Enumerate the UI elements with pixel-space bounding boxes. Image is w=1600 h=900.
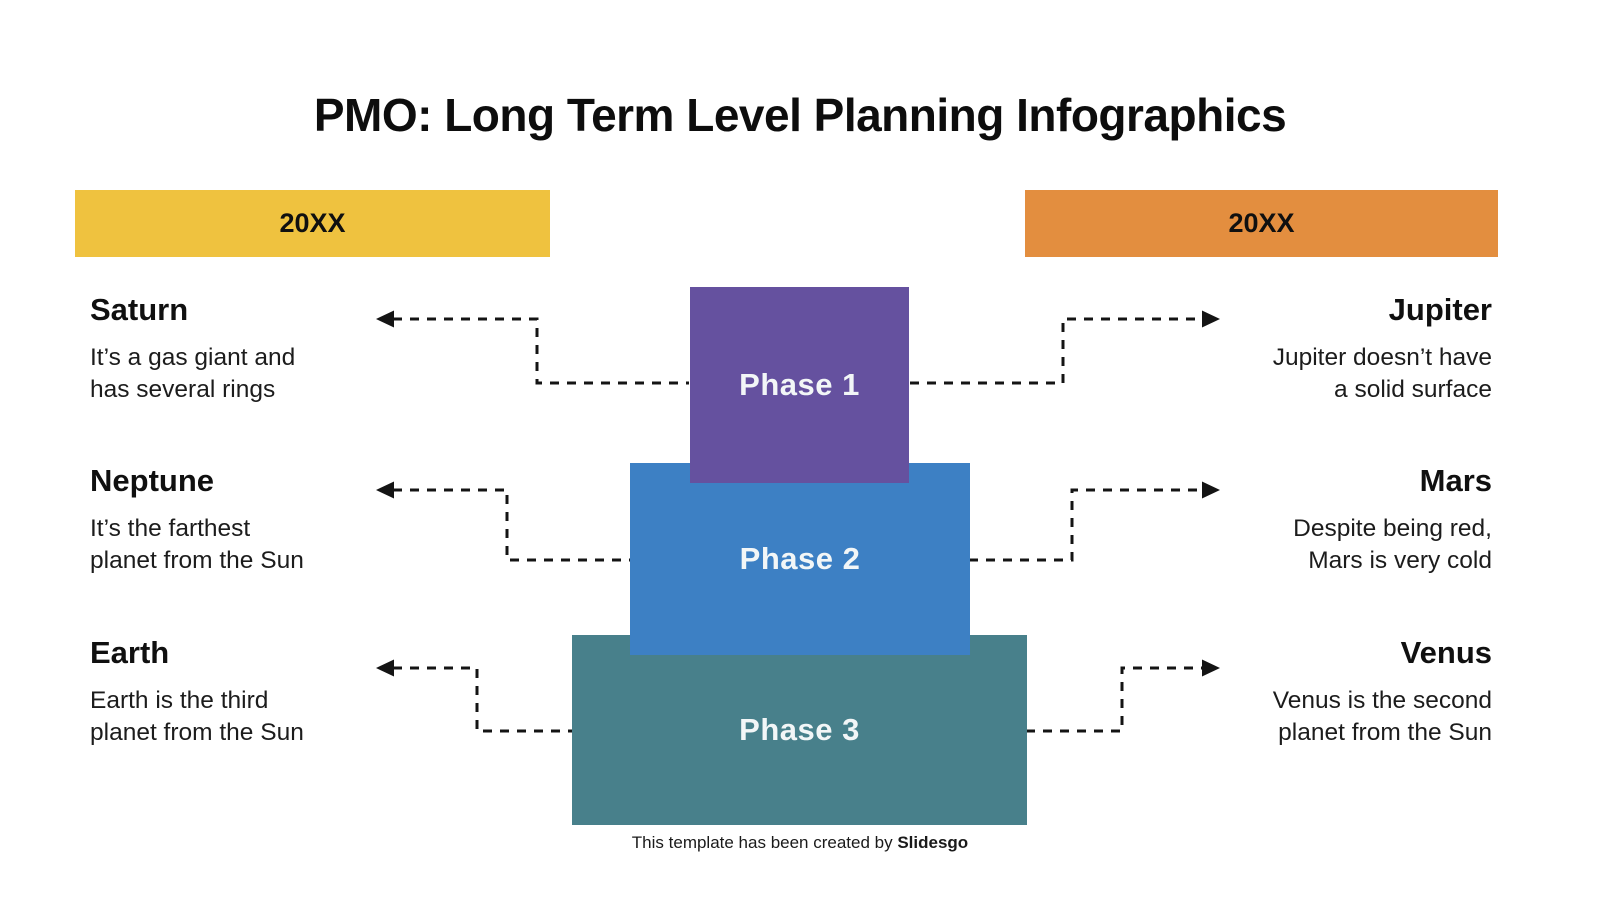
year-bar-left: 20XX xyxy=(75,190,550,257)
item-earth: Earth Earth is the third planet from the… xyxy=(90,635,390,749)
page-title: PMO: Long Term Level Planning Infographi… xyxy=(313,89,1287,141)
connector-mars xyxy=(969,488,1203,562)
item-mars: Mars Despite being red, Mars is very col… xyxy=(1190,463,1492,577)
item-jupiter-title: Jupiter xyxy=(1388,292,1492,327)
item-neptune-desc: It’s the farthest planet from the Sun xyxy=(90,515,304,574)
connector-earth xyxy=(393,666,573,733)
footer-credit: This template has been created by Slides… xyxy=(0,833,1600,853)
item-mars-title: Mars xyxy=(1419,463,1492,498)
arrow-left-icon xyxy=(376,310,394,328)
connector-venus xyxy=(1026,666,1203,733)
item-venus: Venus Venus is the second planet from th… xyxy=(1190,635,1492,749)
item-saturn-desc: It’s a gas giant and has several rings xyxy=(90,344,296,403)
phase-2-box: Phase 2 xyxy=(630,463,970,655)
arrow-right-icon xyxy=(1202,481,1220,499)
connector-jupiter xyxy=(910,317,1203,385)
item-jupiter-desc: Jupiter doesn’t have a solid surface xyxy=(1272,344,1492,403)
phase-1-box: Phase 1 xyxy=(690,287,909,483)
item-saturn-title: Saturn xyxy=(90,292,189,327)
year-bar-right: 20XX xyxy=(1025,190,1498,257)
item-saturn: Saturn It’s a gas giant and has several … xyxy=(90,292,390,406)
item-earth-title: Earth xyxy=(90,635,170,670)
year-bar-right-label: 20XX xyxy=(1228,208,1295,238)
item-venus-title: Venus xyxy=(1400,635,1492,670)
footer-brand: Slidesgo xyxy=(897,833,969,852)
connector-saturn xyxy=(393,317,689,385)
phase-1-label: Phase 1 xyxy=(739,367,860,402)
phase-3-box: Phase 3 xyxy=(572,635,1027,825)
arrow-right-icon xyxy=(1202,659,1220,677)
arrow-right-icon xyxy=(1202,310,1220,328)
footer-text: This template has been created by xyxy=(631,833,898,852)
phase-2-label: Phase 2 xyxy=(739,541,861,576)
item-earth-desc: Earth is the third planet from the Sun xyxy=(90,687,304,746)
item-venus-desc: Venus is the second planet from the Sun xyxy=(1272,687,1492,746)
item-mars-desc: Despite being red, Mars is very cold xyxy=(1293,515,1492,574)
arrow-left-icon xyxy=(376,481,394,499)
item-neptune: Neptune It’s the farthest planet from th… xyxy=(90,463,390,577)
year-bar-left-label: 20XX xyxy=(279,208,346,238)
phase-3-label: Phase 3 xyxy=(739,712,860,747)
item-neptune-title: Neptune xyxy=(90,463,214,498)
item-jupiter: Jupiter Jupiter doesn’t have a solid sur… xyxy=(1190,292,1492,406)
connector-neptune xyxy=(393,488,631,562)
arrow-left-icon xyxy=(376,659,394,677)
